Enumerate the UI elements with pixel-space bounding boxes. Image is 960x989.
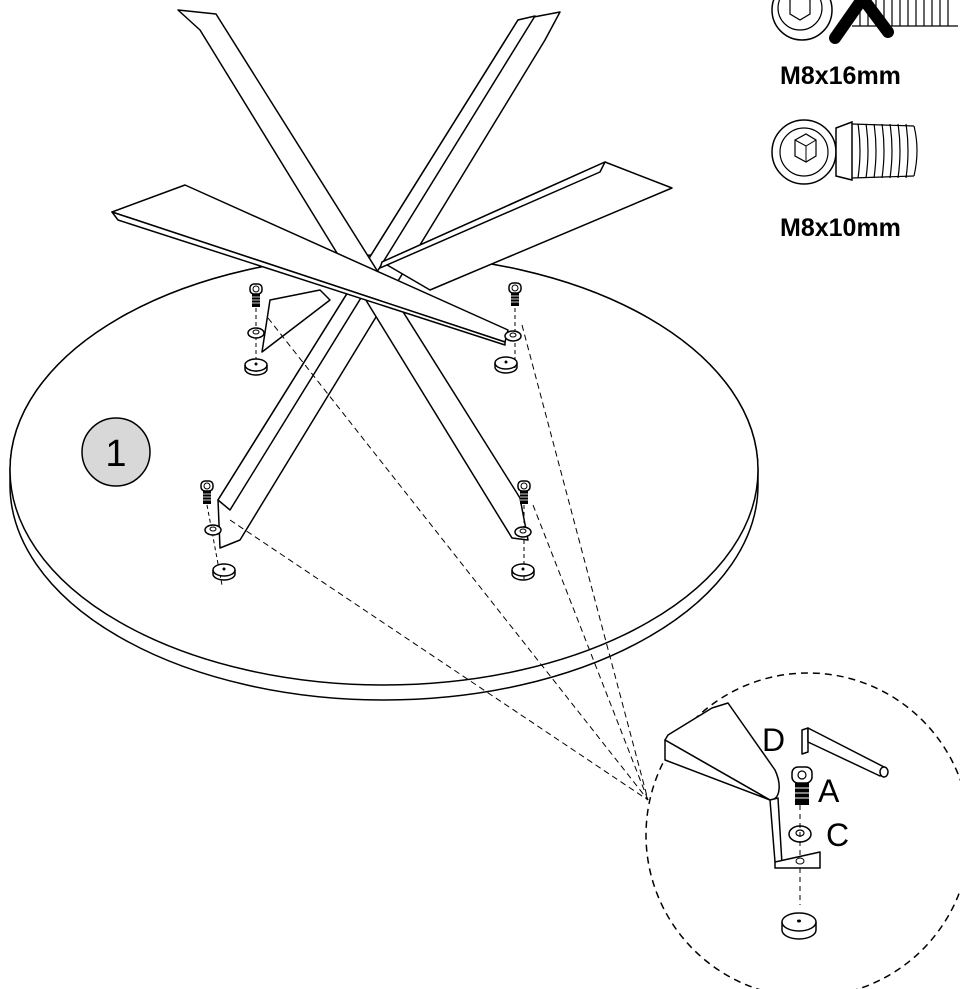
part-label-a: A <box>818 773 840 809</box>
detail-bolt-icon <box>791 766 813 805</box>
callout-lines <box>229 317 649 801</box>
leg-frame <box>111 9 673 549</box>
screw-m8x16-icon <box>771 0 958 44</box>
allen-key-icon <box>801 727 889 778</box>
part-label-c: C <box>826 817 849 853</box>
screw-legend: M8x16mm M8x10mm <box>771 0 958 242</box>
screw-m8x10-icon <box>771 119 918 185</box>
screw-m8x16-label: M8x16mm <box>780 62 901 90</box>
step-number: 1 <box>105 433 126 475</box>
fastener-group-back-left <box>244 283 268 376</box>
screw-m8x10-label: M8x10mm <box>780 214 901 242</box>
detail-foot-icon <box>781 912 817 940</box>
part-label-d: D <box>762 722 785 758</box>
detail-callout: D A C <box>645 672 960 989</box>
fastener-group-front-right <box>511 480 535 581</box>
fastener-group-back-right <box>494 282 522 374</box>
step-badge: 1 <box>81 417 151 487</box>
